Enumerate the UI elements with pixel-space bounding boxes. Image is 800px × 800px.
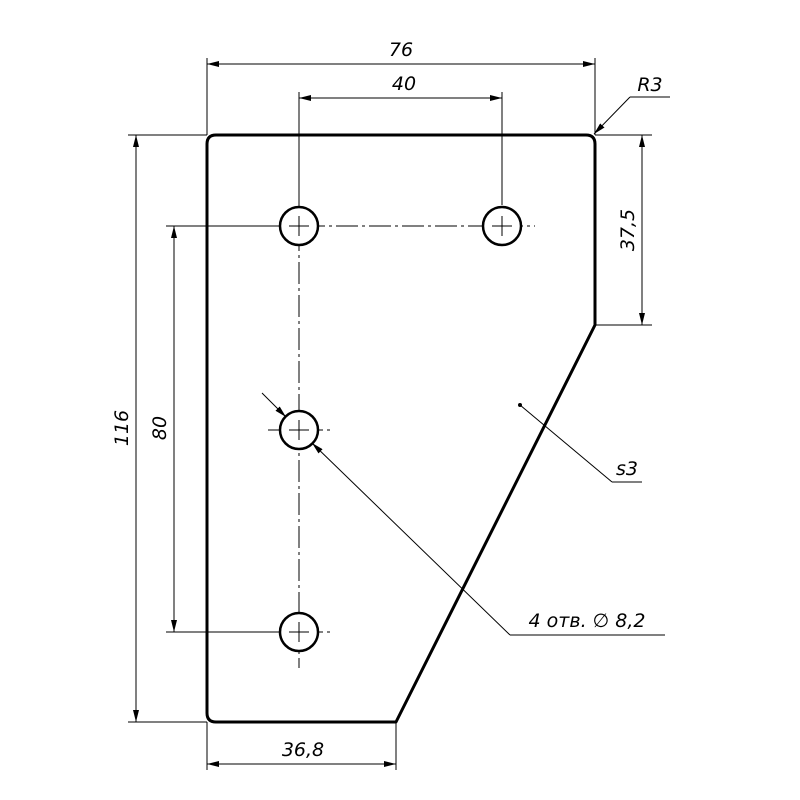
dim-text-116: 116	[111, 410, 133, 446]
dim-text-37-5: 37,5	[617, 209, 639, 251]
dim-text-r3: R3	[637, 74, 662, 96]
thickness-leader	[518, 403, 642, 483]
hole-bottom	[278, 611, 320, 653]
plate-outline	[205, 133, 597, 724]
hole-top-left	[278, 205, 320, 247]
dim-text-76: 76	[389, 39, 413, 61]
dim-text-40: 40	[392, 73, 416, 95]
dimension-lines	[133, 61, 645, 767]
hole-top-right	[481, 205, 523, 247]
note-holes: 4 отв. ∅ 8,2	[529, 610, 646, 632]
dim-text-80: 80	[149, 416, 171, 440]
radius-leader	[593, 96, 670, 135]
dim-text-36-8: 36,8	[282, 739, 324, 761]
note-thickness: s3	[616, 458, 638, 480]
hole-middle	[278, 409, 320, 451]
extension-lines	[128, 58, 652, 770]
hole-leader	[261, 392, 665, 636]
